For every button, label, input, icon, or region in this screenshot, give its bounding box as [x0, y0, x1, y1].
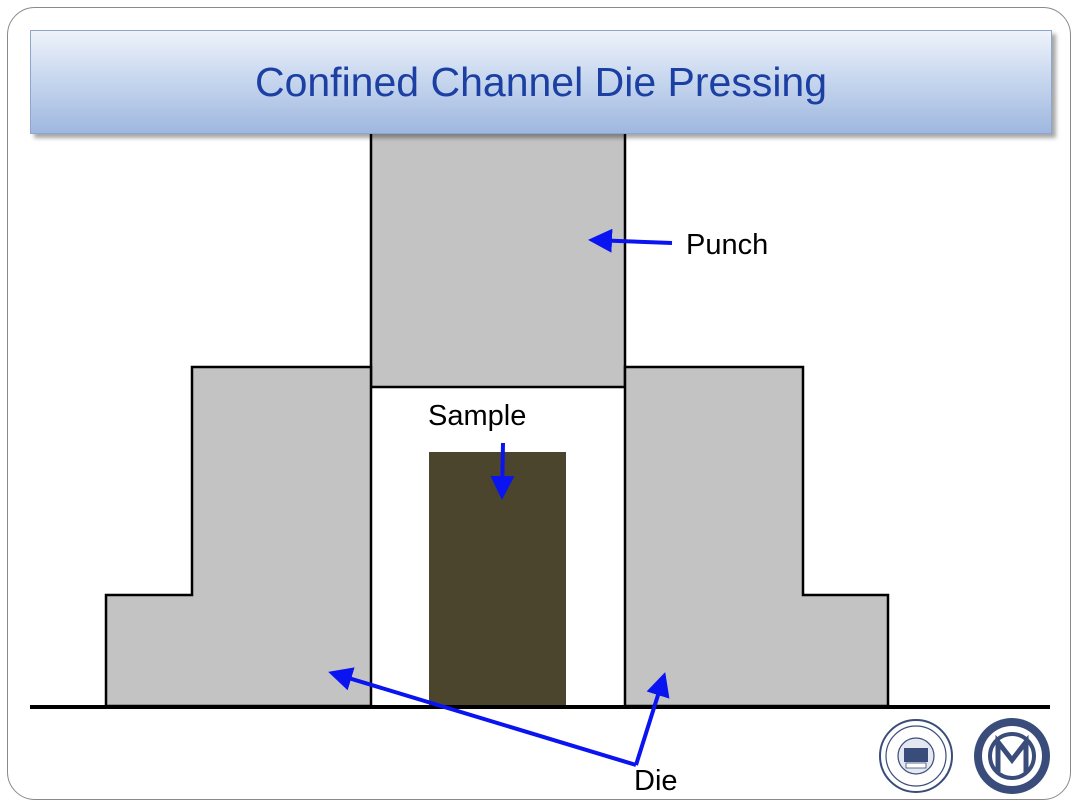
die-left-arrow	[328, 667, 637, 767]
die-right-arrow	[634, 672, 670, 766]
title-bar: Confined Channel Die Pressing	[30, 30, 1052, 134]
punch-block	[369, 126, 627, 389]
sample-label: Sample	[428, 400, 527, 432]
emblem-logo	[974, 718, 1050, 794]
die-label: Die	[634, 765, 678, 797]
punch-label: Punch	[686, 229, 769, 261]
university-seal-logo	[879, 719, 953, 793]
sample-arrow	[490, 442, 515, 500]
right-die-block	[623, 365, 890, 708]
punch-arrow	[588, 228, 673, 253]
slide-frame	[7, 7, 1071, 800]
slide-title: Confined Channel Die Pressing	[254, 58, 828, 105]
sample-block	[429, 452, 566, 706]
left-die-block	[104, 365, 373, 708]
